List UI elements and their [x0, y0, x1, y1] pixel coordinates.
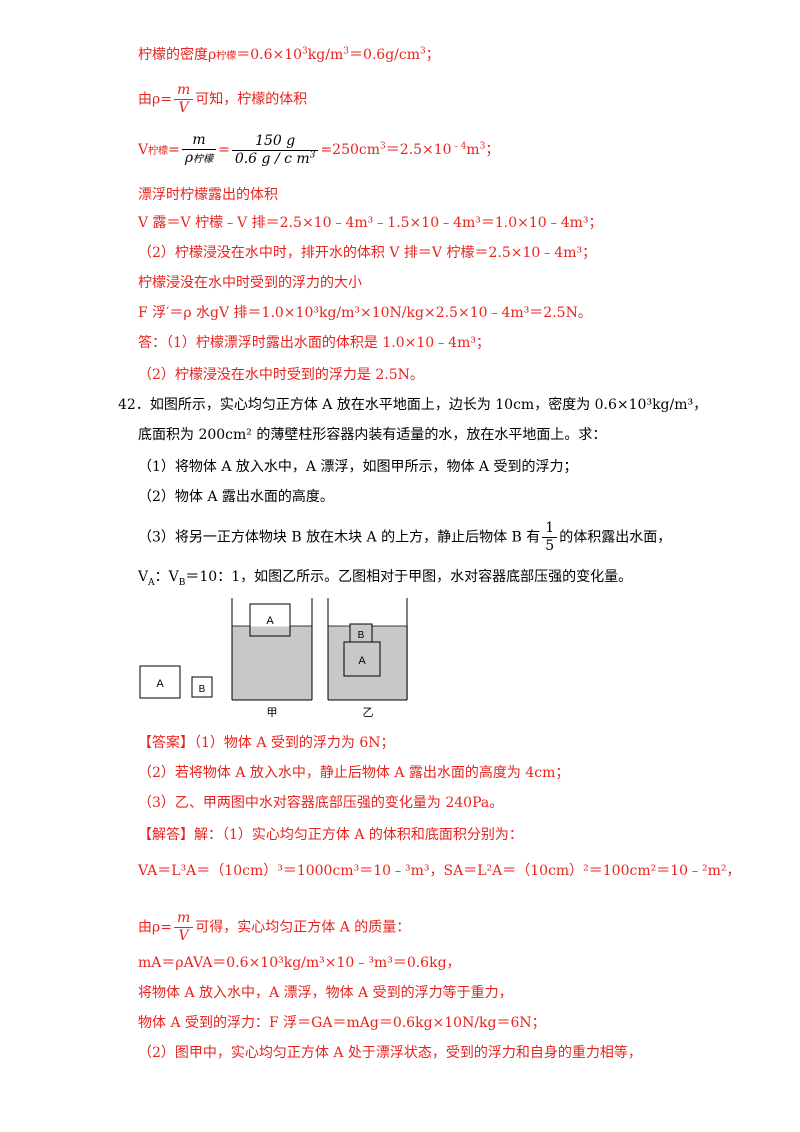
solution-line-7: （2）图甲中，实心均匀正方体 A 处于漂浮状态，受到的浮力和自身的重力相等，	[138, 1045, 642, 1061]
cube-b-label: B	[199, 684, 206, 695]
label-yi: 乙	[363, 706, 374, 719]
solution-line-4: mA＝ρAVA＝0.6×10³kg/m³×10﹣³m³＝0.6kg，	[138, 955, 461, 971]
question-42-line-1: 42．如图所示，实心均匀正方体 A 放在水平地面上，边长为 10cm，密度为 0…	[118, 397, 708, 413]
svg-text:A: A	[266, 615, 274, 627]
text-line-10: （2）柠檬浸没在水中时受到的浮力是 2.5N。	[138, 367, 424, 383]
cube-b-standalone	[191, 676, 213, 698]
solution-line-6: 物体 A 受到的浮力：F 浮＝GA＝mAg＝0.6kg×10N/kg＝6N；	[138, 1015, 546, 1031]
label-jia: 甲	[267, 706, 278, 719]
cube-b-yi	[349, 623, 373, 643]
solution-line-2: VA＝L³A＝（10cm）³＝1000cm³＝10﹣³m³，SA＝L²A＝（10…	[138, 863, 741, 879]
answer-tag: 【答案】	[138, 735, 194, 751]
text-line-6: （2）柠檬浸没在水中时，排开水的体积 V 排＝V 柠檬＝2.5×10﹣4m³；	[138, 245, 597, 261]
density-line: 柠檬的密度ρ柠檬＝0.6×103kg/m3＝0.6g/cm3；	[138, 46, 440, 63]
question-42-line-3: （1）将物体 A 放入水中，A 漂浮，如图甲所示，物体 A 受到的浮力；	[138, 459, 578, 475]
text-line-7: 柠檬浸没在水中时受到的浮力的大小	[138, 275, 362, 291]
solution-line-5: 将物体 A 放入水中，A 漂浮，物体 A 受到的浮力等于重力，	[138, 985, 513, 1001]
solution-tag: 【解答】	[138, 827, 194, 843]
svg-text:B: B	[358, 630, 365, 641]
answer-line-1: 【答案】（1）物体 A 受到的浮力为 6N；	[138, 735, 395, 751]
text-line-5: V 露＝V 柠檬﹣V 排＝2.5×10﹣4m³﹣1.5×10﹣4m³＝1.0×1…	[138, 215, 603, 231]
answer-line-3: （3）乙、甲两图中水对容器底部压强的变化量为 240Pa。	[138, 795, 504, 811]
cube-a-yi	[343, 641, 381, 677]
question-42-line-4: （2）物体 A 露出水面的高度。	[138, 489, 334, 505]
text-line-8: F 浮′＝ρ 水gV 排＝1.0×10³kg/m³×10N/kg×2.5×10﹣…	[138, 305, 592, 321]
svg-text:A: A	[358, 655, 366, 667]
text-line-4: 漂浮时柠檬露出的体积	[138, 187, 278, 203]
cube-a-standalone	[139, 665, 181, 699]
solution-line-1: 【解答】解：（1）实心均匀正方体 A 的体积和底面积分别为：	[138, 827, 523, 843]
diagram-figure: A B A A B 甲 乙	[139, 598, 408, 719]
question-42-line-2: 底面积为 200cm² 的薄壁柱形容器内装有适量的水，放在水平地面上。求：	[138, 427, 607, 443]
text-line-9: 答：（1）柠檬漂浮时露出水面的体积是 1.0×10﹣4m³；	[138, 335, 490, 351]
water-jia	[232, 626, 312, 700]
cube-a-label: A	[156, 678, 164, 690]
question-42-line-6: VA：VB＝10：1，如图乙所示。乙图相对于甲图，水对容器底部压强的变化量。	[138, 569, 633, 588]
answer-line-2: （2）若将物体 A 放入水中，静止后物体 A 露出水面的高度为 4cm；	[138, 765, 570, 781]
